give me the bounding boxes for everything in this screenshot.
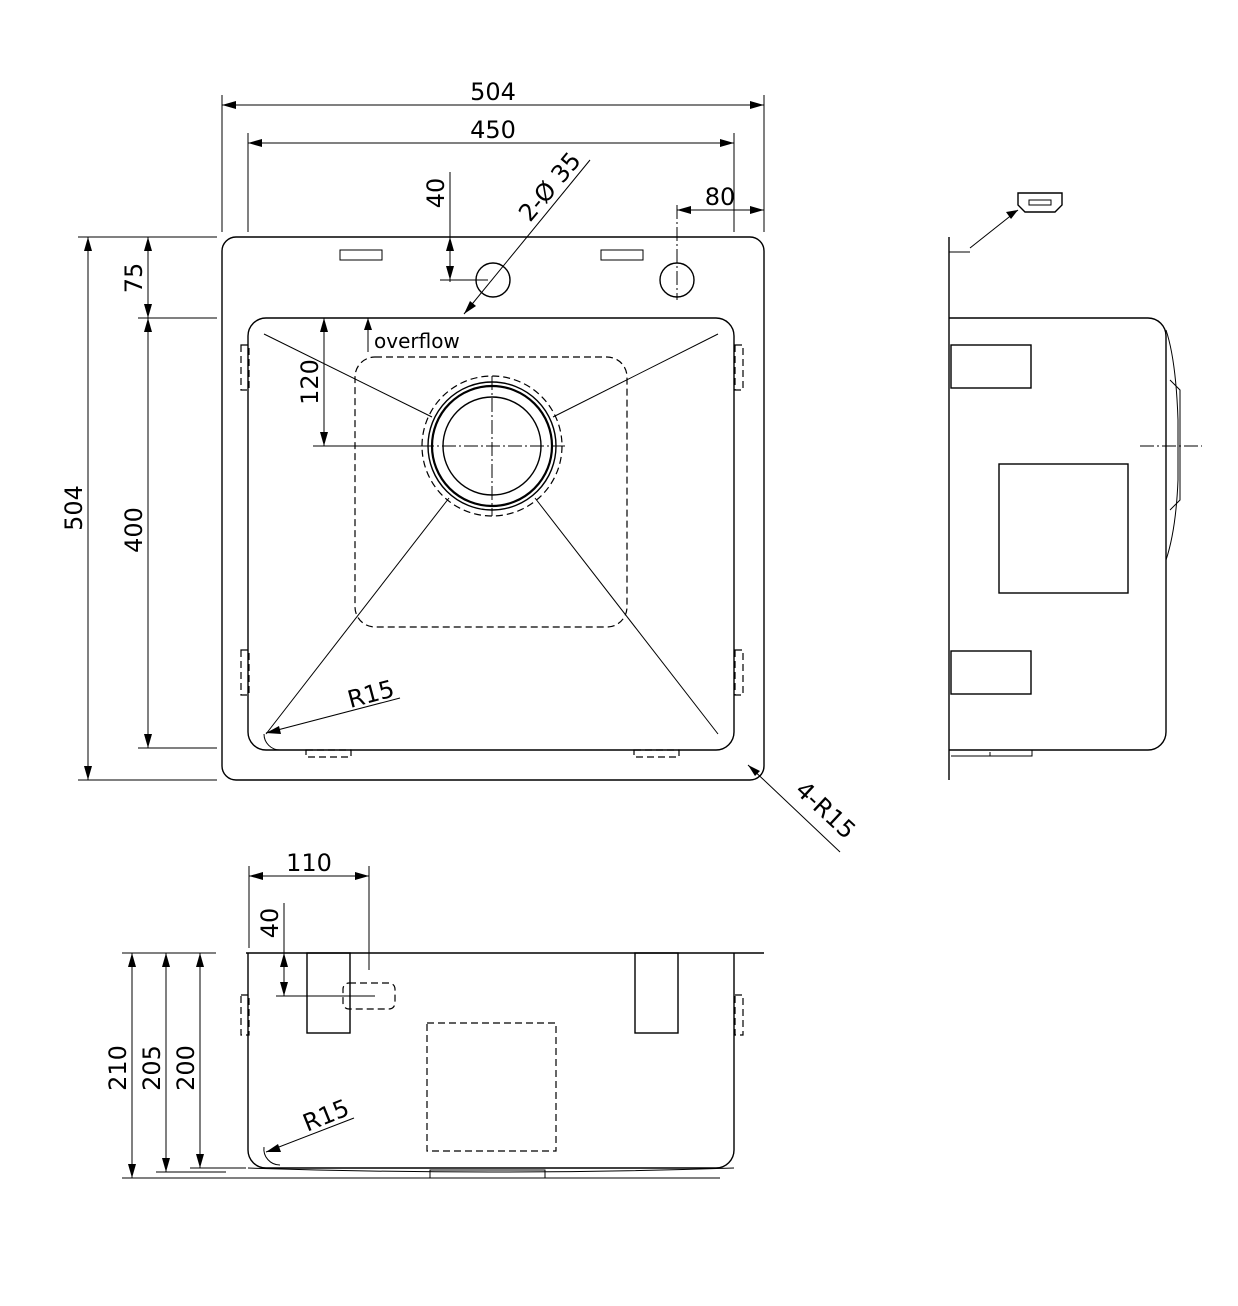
front-bowl-outline bbox=[247, 953, 735, 1169]
dim-overflow-z-label: 40 bbox=[256, 908, 284, 939]
radius-bowl-label: R15 bbox=[345, 675, 398, 714]
dim-height-rim: 205 bbox=[138, 953, 226, 1173]
side-label-panel bbox=[998, 463, 1129, 594]
side-bowl-outline bbox=[949, 317, 1167, 751]
radius-corners-label: 4-R15 bbox=[790, 776, 861, 845]
inner-bowl bbox=[247, 317, 735, 751]
dim-overflow-offset: 120 bbox=[296, 318, 425, 447]
outer-rim bbox=[221, 236, 765, 781]
overflow-slot-right bbox=[600, 249, 644, 261]
radius-bottom-label: R15 bbox=[299, 1094, 353, 1138]
bottom-panel-dashed bbox=[354, 356, 628, 628]
dim-height-total-label: 210 bbox=[104, 1045, 132, 1091]
dim-overall-width-label: 504 bbox=[470, 78, 516, 106]
dim-edge-offset-label: 80 bbox=[705, 183, 736, 211]
dim-overflow-z: 40 bbox=[256, 903, 375, 997]
radius-bowl-callout: R15 bbox=[265, 675, 401, 734]
radius-bottom-callout: R15 bbox=[265, 1094, 355, 1153]
dim-overflow-offset-label: 120 bbox=[296, 359, 324, 405]
side-clip-bottom bbox=[950, 650, 1032, 695]
dim-tap-holes-label: 2-Ø 35 bbox=[513, 147, 587, 227]
overflow-label: overflow bbox=[374, 329, 460, 353]
dim-height-bowl-label: 200 bbox=[172, 1045, 200, 1091]
drain bbox=[420, 375, 565, 517]
dim-overall-depth: 504 bbox=[60, 236, 217, 781]
dim-overall-width: 504 bbox=[221, 78, 765, 232]
dim-rim-front: 75 bbox=[120, 237, 217, 319]
dim-overflow-x: 110 bbox=[248, 849, 370, 970]
front-overflow-slot bbox=[342, 982, 396, 1010]
overflow-slot-left bbox=[339, 249, 383, 261]
dim-tap-hole-offset: 40 bbox=[422, 172, 488, 282]
dim-height-total: 210 bbox=[104, 952, 216, 1179]
dim-inner-width: 450 bbox=[247, 116, 735, 232]
dim-overflow-x-label: 110 bbox=[286, 849, 332, 877]
side-clip-top bbox=[950, 344, 1032, 389]
clip-detail bbox=[1017, 192, 1063, 213]
top-view: 504 450 40 2-Ø 35 bbox=[60, 78, 861, 853]
dim-tap-hole-offset-label: 40 bbox=[422, 178, 450, 209]
dim-inner-width-label: 450 bbox=[470, 116, 516, 144]
slope-lines bbox=[263, 333, 719, 735]
dim-rim-front-label: 75 bbox=[120, 263, 148, 294]
dim-bowl-depth-label: 400 bbox=[120, 507, 148, 553]
radius-corners-callout: 4-R15 bbox=[747, 764, 861, 853]
front-clip-left bbox=[306, 952, 351, 1034]
side-view bbox=[948, 192, 1202, 780]
front-clip-right bbox=[634, 952, 679, 1034]
front-drain bbox=[429, 1169, 546, 1179]
dim-overall-depth-label: 504 bbox=[60, 485, 88, 531]
front-bottom-panel bbox=[426, 1022, 557, 1152]
dim-tap-holes-leader: 2-Ø 35 bbox=[463, 147, 591, 315]
front-view: 110 40 210 205 bbox=[104, 849, 764, 1179]
dim-edge-offset: 80 bbox=[677, 183, 764, 214]
dim-height-rim-label: 205 bbox=[138, 1045, 166, 1091]
dim-bowl-depth: 400 bbox=[120, 318, 217, 749]
bowl-radius-arc bbox=[263, 733, 281, 751]
dim-height-bowl: 200 bbox=[172, 953, 246, 1169]
mounting-clips bbox=[240, 344, 744, 758]
overflow-callout: overflow bbox=[364, 318, 460, 353]
